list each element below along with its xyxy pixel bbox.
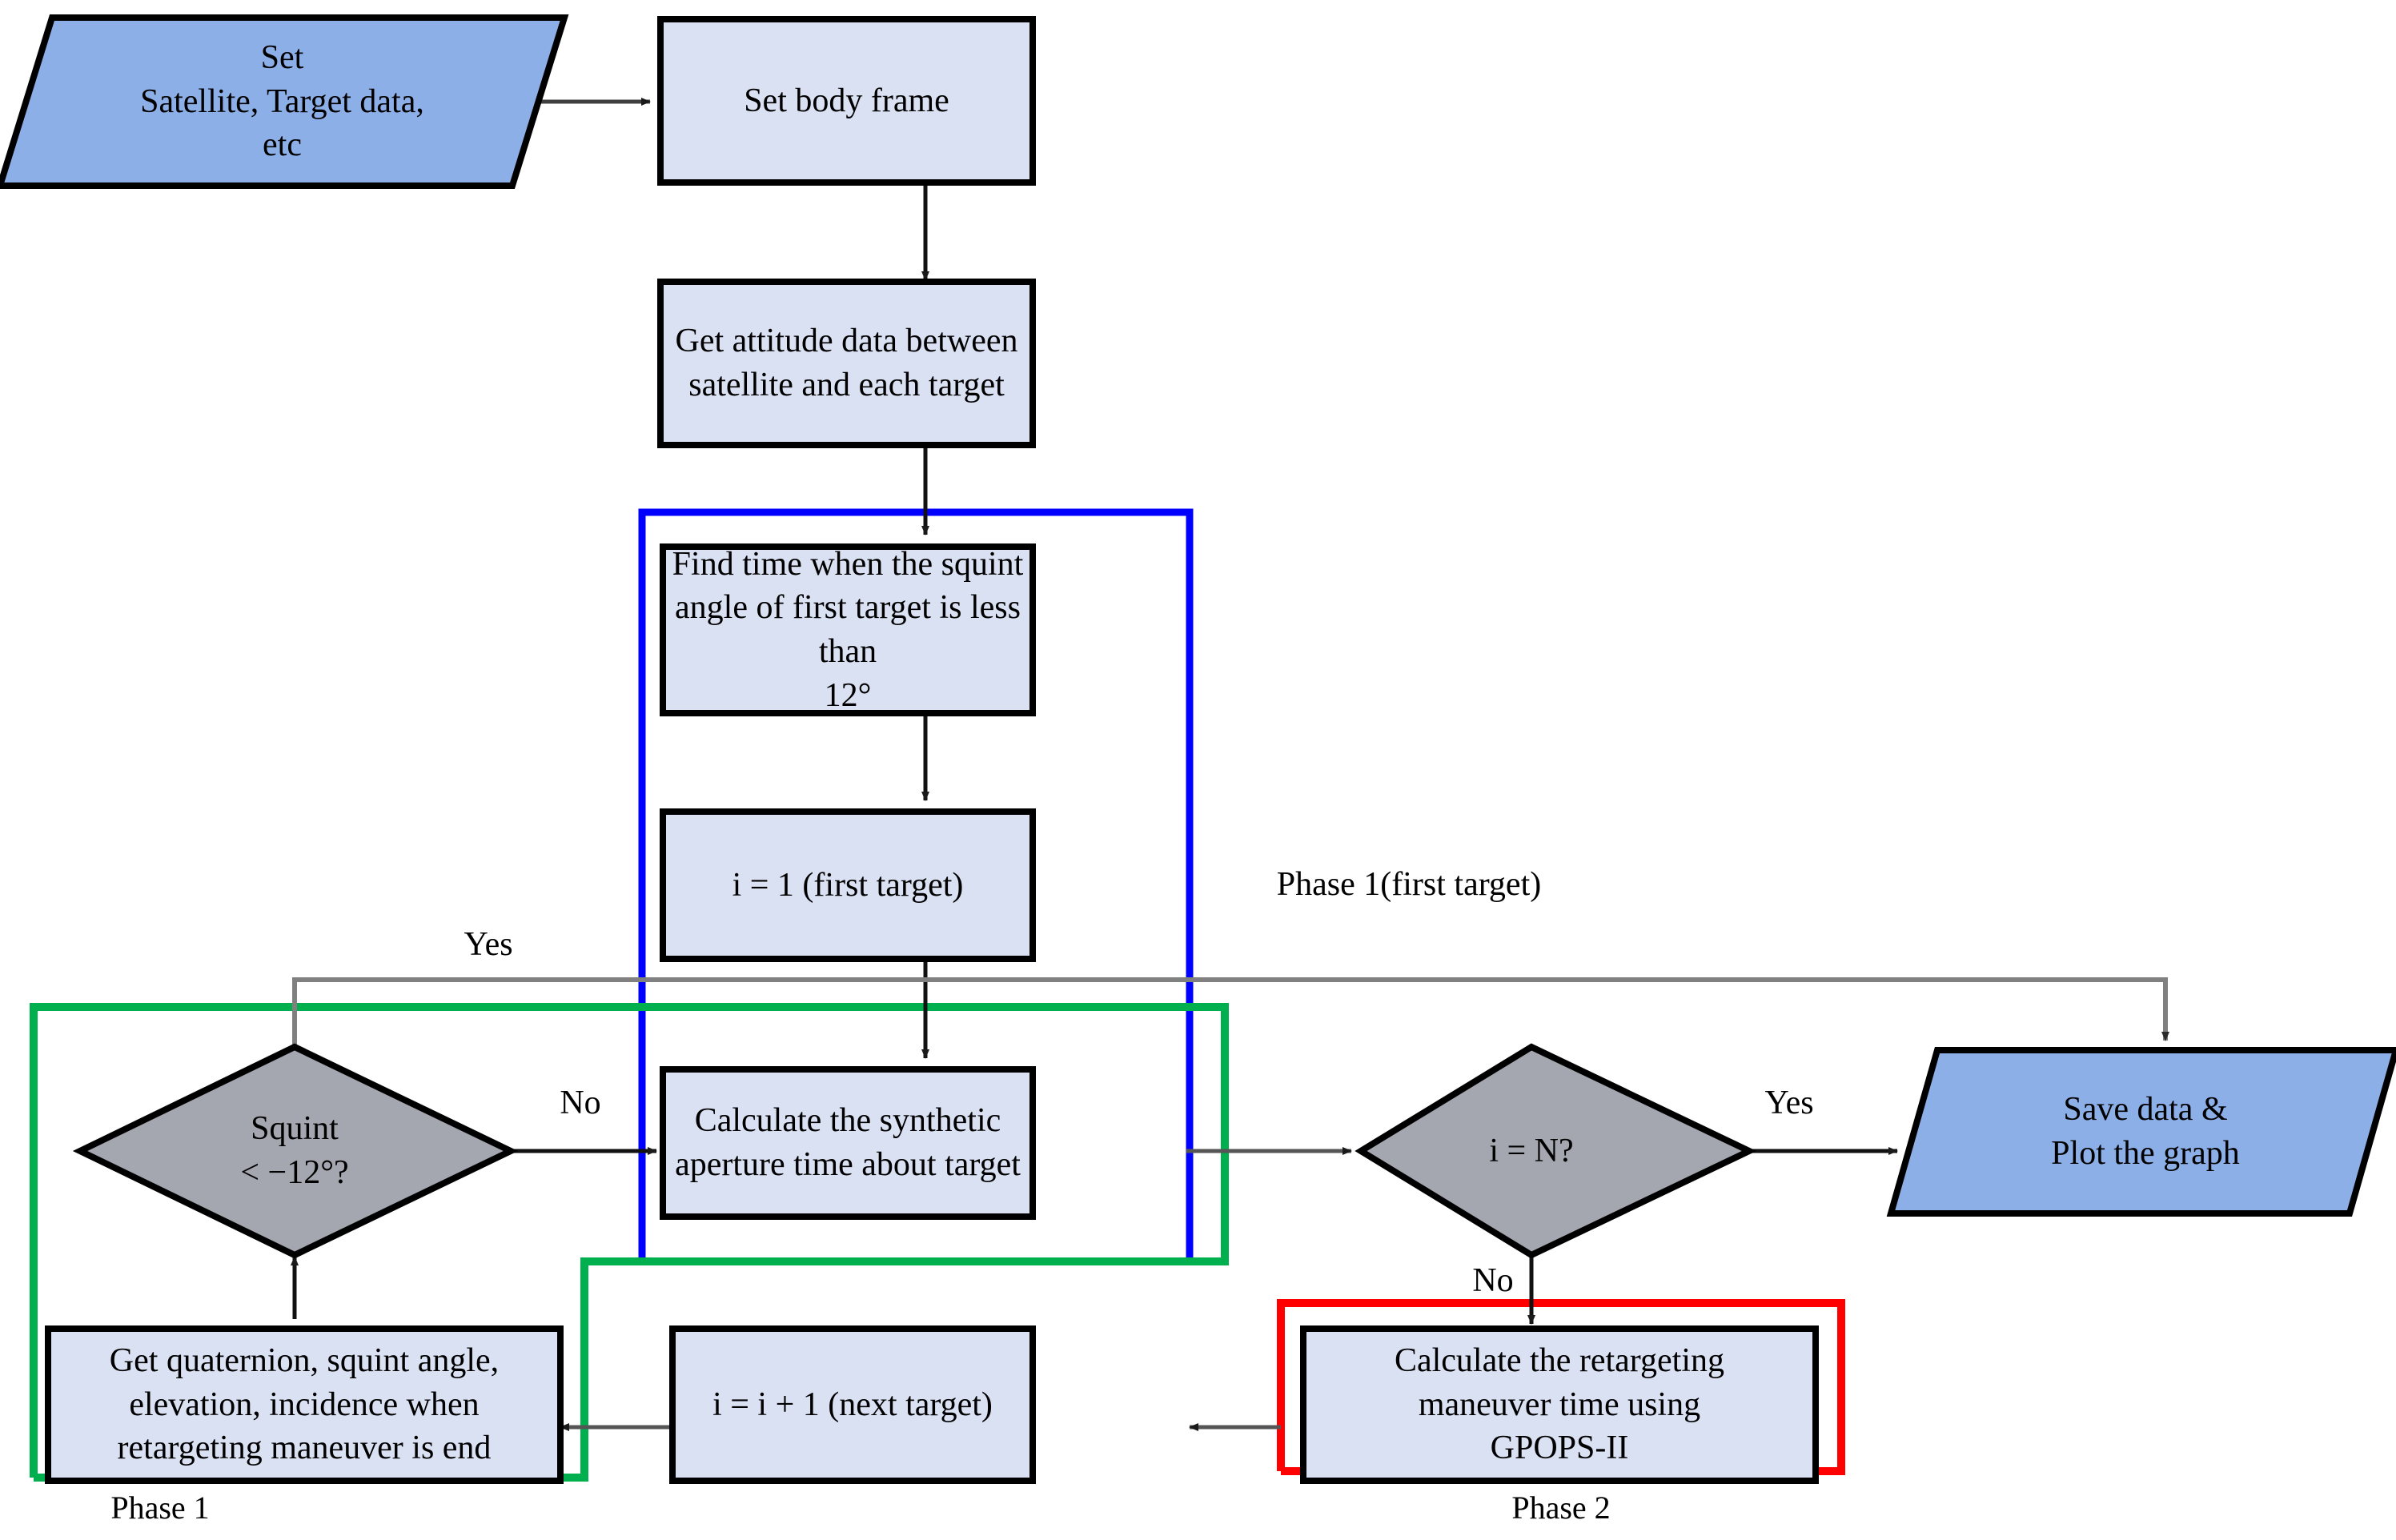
phase2-label: Phase 2	[1511, 1489, 1611, 1526]
node-increment-index	[669, 1325, 1036, 1484]
node-index-check	[1355, 1043, 1757, 1259]
edge-label-squint-yes: Yes	[464, 926, 513, 963]
edge-label-index-no: No	[1472, 1262, 1514, 1299]
node-calc-retargeting	[1300, 1325, 1819, 1484]
node-set-body-frame	[657, 16, 1036, 186]
edge-label-index-yes: Yes	[1764, 1085, 1814, 1121]
phase1-inner-label: Phase 1(first target)	[1276, 866, 1542, 903]
node-save-plot	[1886, 1047, 2396, 1217]
node-squint-check	[72, 1043, 519, 1259]
node-input-data	[0, 14, 569, 189]
node-init-index	[660, 808, 1036, 962]
phase1-label: Phase 1	[110, 1489, 210, 1526]
node-find-time	[660, 543, 1036, 716]
edge-squint-yes-to-save	[292, 977, 2169, 1045]
node-get-attitude	[657, 279, 1036, 448]
node-get-quaternion	[45, 1325, 564, 1484]
node-calc-synthetic	[660, 1066, 1036, 1220]
edge-label-squint-no: No	[560, 1085, 601, 1121]
